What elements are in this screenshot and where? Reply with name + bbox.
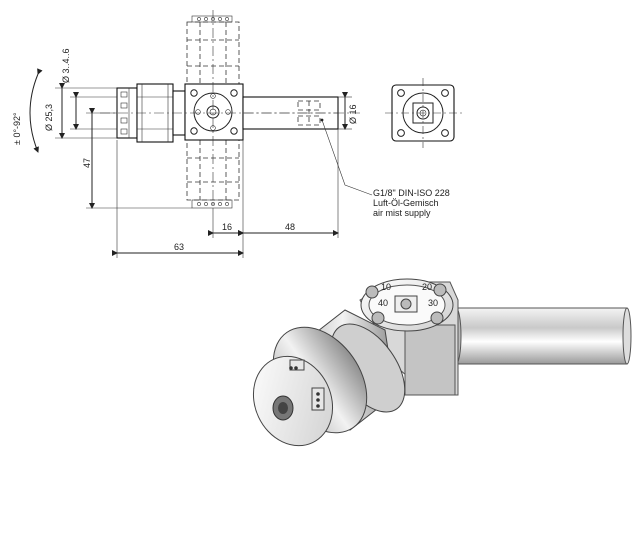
iso-swivel-block: 10 20 30 40 (359, 278, 459, 396)
swivel-angle-dimension: ± 0°-92° (12, 68, 43, 153)
height-label: 47 (82, 158, 92, 168)
length-dimensions: 16 48 (208, 129, 339, 238)
angle-label: ± 0°-92° (12, 112, 22, 145)
note-english: air mist supply (373, 208, 431, 218)
collet-range-label: Ø 3..4..6 (61, 48, 71, 83)
length-48-label: 48 (285, 222, 295, 232)
body-diameter-dimension: Ø 25,3 (44, 92, 117, 131)
dial-label-1: 10 (381, 282, 391, 292)
iso-collet-nut (252, 355, 334, 447)
overall-length-label: 63 (174, 242, 184, 252)
front-view: ± 0°-92° Ø 3..4..6 Ø 25,3 47 Ø 1 (12, 10, 373, 258)
dial-label-3: 30 (428, 298, 438, 308)
length-16-label: 16 (222, 222, 232, 232)
note-thread: G1/8" DIN-ISO 228 (373, 188, 450, 198)
side-view (385, 78, 462, 148)
air-supply-note: G1/8" DIN-ISO 228 Luft-Öl-Gemisch air mi… (373, 188, 450, 218)
dial-label-2: 20 (422, 282, 432, 292)
dial-label-4: 40 (378, 298, 388, 308)
collet-range-dimension: Ø 3..4..6 (55, 48, 117, 139)
shaft-diameter-dimension: Ø 16 (338, 92, 358, 130)
height-dimension: 47 (82, 108, 192, 209)
overall-length-dimension: 63 (112, 140, 244, 258)
air-supply-leader (321, 119, 373, 196)
body-diameter-label: Ø 25,3 (44, 104, 54, 131)
isometric-illustration: 10 20 30 40 (252, 278, 632, 447)
iso-shaft (450, 307, 632, 365)
shaft-diameter-label: Ø 16 (348, 104, 358, 124)
note-german: Luft-Öl-Gemisch (373, 198, 439, 208)
swivel-head (184, 83, 244, 141)
